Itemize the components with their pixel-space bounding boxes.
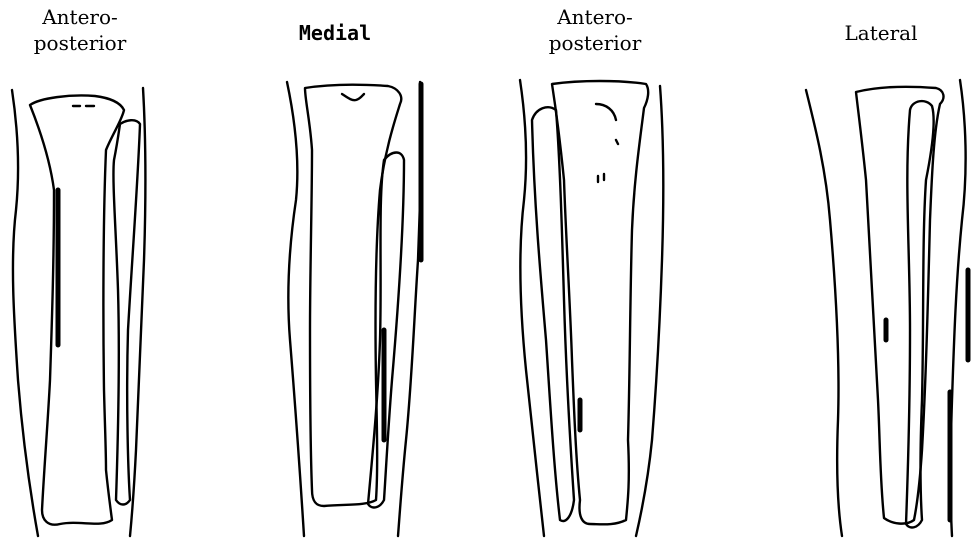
fibula: [906, 101, 934, 527]
leg-outline-right: [636, 86, 663, 536]
leg-outline-right: [398, 82, 421, 536]
detail-mark: [596, 104, 616, 120]
detail-mark: [342, 94, 364, 100]
leg-outline-left: [287, 82, 304, 536]
fibula: [532, 107, 574, 521]
leg-outline-left: [806, 90, 842, 536]
leg-view-anteroposterior-1: [12, 88, 145, 536]
leg-outline-right: [951, 80, 966, 536]
leg-view-lateral: [806, 80, 968, 536]
detail-mark: [616, 140, 618, 144]
leg-view-medial: [287, 82, 421, 536]
leg-view-anteroposterior-2: [520, 80, 663, 536]
tibia: [30, 95, 124, 524]
tibia: [552, 81, 648, 524]
leg-outline-left: [12, 90, 38, 536]
